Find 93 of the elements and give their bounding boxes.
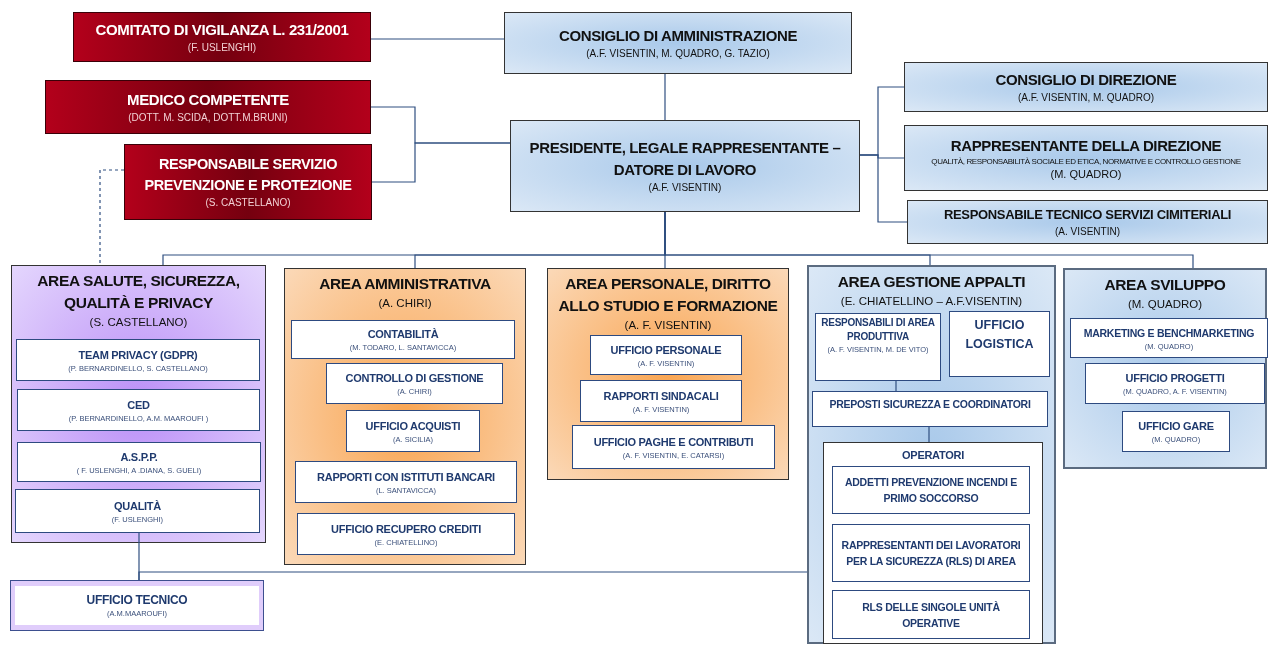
dashed-connector bbox=[99, 169, 125, 266]
area-panel bbox=[807, 265, 1056, 644]
unit-title: AREA SVILUPPO bbox=[1104, 275, 1226, 295]
org-box bbox=[907, 200, 1268, 244]
org-box bbox=[124, 144, 372, 220]
unit-title: TEAM PRIVACY (GDPR) bbox=[78, 347, 198, 363]
unit-title: UFFICIO TECNICO bbox=[86, 592, 188, 608]
office-box bbox=[1070, 318, 1268, 358]
unit-title: MARKETING E BENCHMARKETING bbox=[1083, 325, 1255, 341]
org-box bbox=[504, 12, 852, 74]
unit-title: AREA SALUTE, SICUREZZA, QUALITÀ E PRIVACY bbox=[36, 271, 241, 313]
person-names: (F. USLENGHI) bbox=[187, 41, 257, 55]
connector-line bbox=[370, 38, 505, 40]
unit-title: UFFICIO RECUPERO CREDITI bbox=[331, 521, 481, 537]
unit-title: A.S.P.P. bbox=[120, 449, 158, 465]
office-box bbox=[15, 489, 260, 533]
area-panel bbox=[547, 268, 789, 480]
connector-line bbox=[895, 380, 897, 392]
person-names: (E. CHIATELLINO – A.F.VISENTIN) bbox=[840, 294, 1023, 309]
person-names: (DOTT. M. SCIDA, DOTT.M.BRUNI) bbox=[128, 111, 288, 125]
person-names: (A.F. VISENTIN, M. QUADRO) bbox=[1017, 91, 1155, 105]
person-names: (A. VISENTIN) bbox=[1055, 225, 1120, 239]
unit-title: CED bbox=[127, 397, 150, 413]
unit-title: RESPONSABILE SERVIZIO PREVENZIONE E PROTEZIONE bbox=[143, 155, 353, 195]
unit-title: AREA GESTIONE APPALTI bbox=[837, 272, 1026, 292]
person-names: (M. QUADRO) bbox=[1050, 167, 1122, 181]
connector-line bbox=[371, 142, 511, 183]
unit-title: RAPPORTI SINDACALI bbox=[603, 388, 719, 404]
connector-line bbox=[664, 73, 666, 121]
office-box bbox=[346, 410, 480, 452]
group-panel bbox=[823, 442, 1043, 644]
unit-title: RESPONSABILE TECNICO SERVIZI CIMITERIALI bbox=[943, 206, 1232, 224]
unit-title: PRESIDENTE, LEGALE RAPPRESENTANTE – DATORE DI LAVORO bbox=[528, 138, 842, 180]
person-names: (M. QUADRO) bbox=[1127, 297, 1203, 312]
office-box bbox=[291, 320, 515, 359]
office-box bbox=[572, 425, 775, 469]
org-box bbox=[73, 12, 371, 62]
office-box bbox=[326, 363, 503, 404]
org-box bbox=[510, 120, 860, 212]
unit-title: UFFICIO ACQUISTI bbox=[365, 418, 461, 434]
office-box bbox=[16, 339, 260, 381]
unit-title: UFFICIO PERSONALE bbox=[610, 342, 722, 358]
unit-title: RESPONSABILI DI AREA PRODUTTIVA bbox=[820, 316, 936, 344]
unit-title: PREPOSTI SICUREZZA E COORDINATORI bbox=[829, 397, 1031, 412]
office-box bbox=[832, 590, 1030, 639]
unit-title: QUALITÀ bbox=[114, 498, 161, 514]
unit-title: AREA PERSONALE, DIRITTO ALLO STUDIO E FORMAZIONE bbox=[557, 274, 779, 316]
office-box bbox=[815, 313, 941, 381]
office-box bbox=[812, 391, 1048, 427]
unit-title: OPERATORI bbox=[902, 448, 964, 463]
person-names: (A. CHIRI) bbox=[378, 296, 432, 311]
connector-line bbox=[859, 154, 908, 223]
unit-title: ADDETTI PREVENZIONE INCENDI E PRIMO SOCCORSO bbox=[843, 475, 1019, 506]
office-box bbox=[297, 513, 515, 555]
unit-title: CONSIGLIO DI AMMINISTRAZIONE bbox=[558, 26, 798, 46]
unit-title: CONSIGLIO DI DIREZIONE bbox=[995, 70, 1177, 90]
unit-title: CONTROLLO DI GESTIONE bbox=[345, 371, 484, 386]
unit-title: UFFICIO PAGHE E CONTRIBUTI bbox=[593, 434, 754, 450]
area-panel bbox=[1063, 268, 1267, 469]
org-box bbox=[45, 80, 371, 134]
unit-title: RLS DELLE SINGOLE UNITÀ OPERATIVE bbox=[861, 599, 1001, 631]
connector-line bbox=[928, 426, 930, 443]
unit-title: UFFICIO LOGISTICA bbox=[964, 317, 1035, 353]
office-box bbox=[1122, 411, 1230, 452]
office-box bbox=[832, 524, 1030, 582]
unit-title: COMITATO DI VIGILANZA L. 231/2001 bbox=[95, 20, 349, 40]
connector-line bbox=[138, 532, 140, 581]
office-box bbox=[295, 461, 517, 503]
office-box bbox=[949, 311, 1050, 377]
org-box bbox=[904, 62, 1268, 112]
unit-title: RAPPORTI CON ISTITUTI BANCARI bbox=[317, 469, 495, 485]
unit-title: MEDICO COMPETENTE bbox=[127, 90, 289, 110]
person-names: (A.F. VISENTIN, M. QUADRO, G. TAZIO) bbox=[586, 47, 770, 61]
person-names: (A. F. VISENTIN) bbox=[624, 318, 712, 333]
org-box bbox=[904, 125, 1268, 191]
person-names: (S. CASTELLANO) bbox=[205, 196, 291, 210]
unit-title: RAPPRESENTANTE DELLA DIREZIONE bbox=[950, 136, 1222, 156]
office-box bbox=[580, 380, 742, 422]
unit-title: RAPPRESENTANTI DEI LAVORATORI PER LA SICUREZZA (RLS) DI AREA bbox=[840, 538, 1022, 569]
responsibility-text: QUALITÀ, RESPONSABILITÀ SOCIALE ED ETICA, NORMATIVE E CONTROLLO GESTIONE bbox=[931, 157, 1241, 167]
office-box bbox=[10, 580, 264, 631]
office-box bbox=[590, 335, 742, 375]
unit-title: UFFICIO GARE bbox=[1138, 419, 1214, 434]
person-names: (A.F. VISENTIN) bbox=[648, 181, 722, 195]
unit-title: AREA AMMINISTRATIVA bbox=[319, 274, 491, 294]
office-box bbox=[17, 389, 260, 431]
office-box bbox=[832, 466, 1030, 514]
unit-title: UFFICIO PROGETTI bbox=[1125, 371, 1225, 386]
office-box bbox=[1085, 363, 1265, 404]
unit-title: CONTABILITÀ bbox=[367, 327, 439, 342]
person-names: (S. CASTELLANO) bbox=[89, 315, 188, 330]
office-box bbox=[17, 442, 261, 482]
area-panel bbox=[284, 268, 526, 565]
